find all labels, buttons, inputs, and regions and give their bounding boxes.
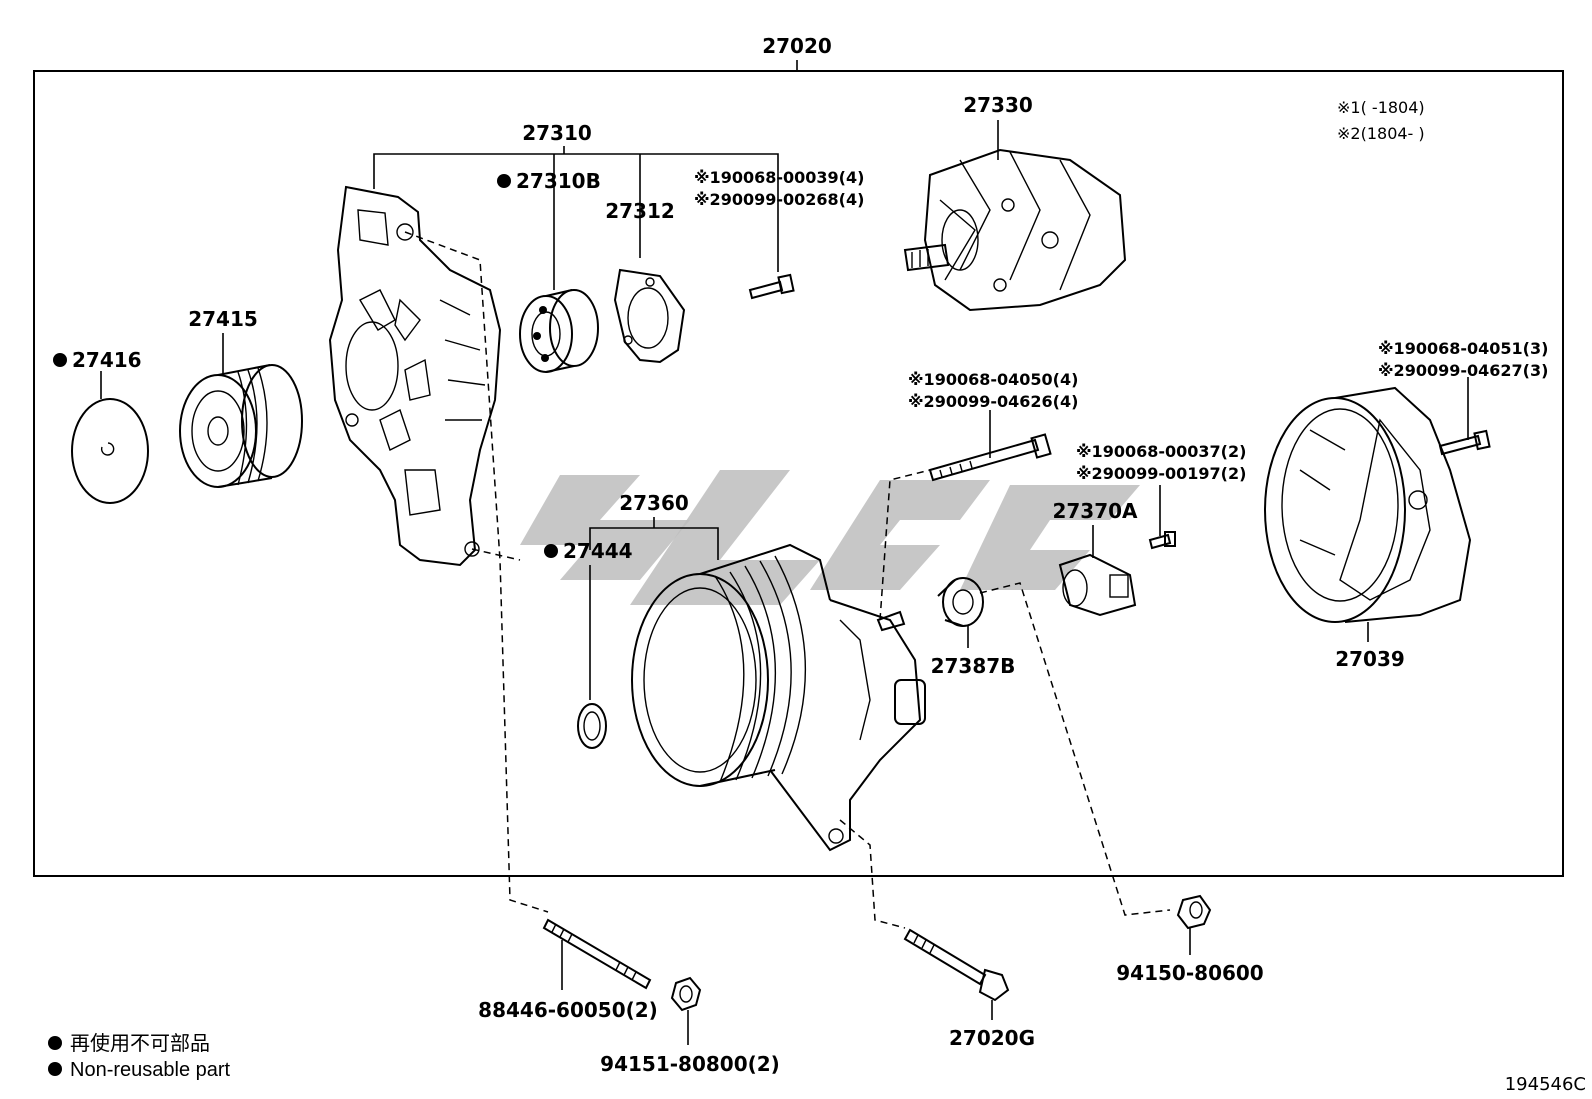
note-screw-c1: ※190068-00037(2) <box>1076 442 1246 461</box>
label-rotor: 27330 <box>963 93 1033 117</box>
legend-dot-jp <box>48 1036 62 1050</box>
non-reusable-marker <box>497 174 511 188</box>
label-assembly: 27020 <box>762 34 832 58</box>
non-reusable-marker <box>544 544 558 558</box>
note-variant-1: ※1( -1804) <box>1337 98 1425 117</box>
stud-bolt-part[interactable] <box>542 918 652 990</box>
nut-part[interactable] <box>1176 894 1212 930</box>
label-plate: 27312 <box>605 199 675 223</box>
rear-cover-part[interactable] <box>1264 386 1472 623</box>
assembly-frame <box>33 70 1564 877</box>
label-ring: 27444 <box>563 539 633 563</box>
retainer-plate-part[interactable] <box>613 268 686 364</box>
label-bolt: 27020G <box>949 1026 1035 1050</box>
brush-holder-part[interactable] <box>1058 553 1137 617</box>
rotor-part[interactable] <box>903 148 1127 312</box>
label-pulley: 27415 <box>188 307 258 331</box>
watermark-logo <box>520 470 1140 605</box>
pulley-part[interactable] <box>179 364 303 488</box>
note-screw-a2: ※290099-00268(4) <box>694 190 864 209</box>
label-cap: 27416 <box>72 348 142 372</box>
label-bearing: 27310B <box>516 169 601 193</box>
legend-jp: 再使用不可部品 <box>70 1032 210 1055</box>
label-stud: 88446-60050(2) <box>478 998 658 1022</box>
label-nut-pair: 94151-80800(2) <box>600 1052 780 1076</box>
note-variant-2: ※2(1804- ) <box>1337 124 1425 143</box>
screw-b-part[interactable] <box>928 433 1052 482</box>
legend-dot-en <box>48 1062 62 1076</box>
note-screw-b2: ※290099-04626(4) <box>908 392 1078 411</box>
legend-en: Non-reusable part <box>70 1059 231 1081</box>
label-cover: 27039 <box>1335 647 1405 671</box>
label-terminal: 27387B <box>931 654 1016 678</box>
cap-part[interactable] <box>71 398 149 504</box>
note-screw-a1: ※190068-00039(4) <box>694 168 864 187</box>
bearing-part[interactable] <box>519 289 599 373</box>
note-screw-d2: ※290099-04627(3) <box>1378 361 1548 380</box>
front-frame-part[interactable] <box>328 185 502 567</box>
screw-a-part[interactable] <box>748 273 795 300</box>
label-frame: 27310 <box>522 121 592 145</box>
note-screw-b1: ※190068-04050(4) <box>908 370 1078 389</box>
note-screw-d1: ※190068-04051(3) <box>1378 339 1548 358</box>
label-nut: 94150-80600 <box>1116 961 1263 985</box>
non-reusable-marker <box>53 353 67 367</box>
nut-pair-part[interactable] <box>670 976 702 1012</box>
screw-d-part[interactable] <box>1438 429 1491 456</box>
label-holder: 27370A <box>1052 499 1138 523</box>
stator-part[interactable] <box>631 543 926 852</box>
catalog-id: 194546C <box>1505 1074 1586 1095</box>
terminal-insulator-part[interactable] <box>937 577 984 627</box>
label-stator: 27360 <box>619 491 689 515</box>
screw-c-part[interactable] <box>1148 531 1176 550</box>
note-screw-c2: ※290099-00197(2) <box>1076 464 1246 483</box>
mount-bolt-part[interactable] <box>903 928 1010 1002</box>
seal-ring-part[interactable] <box>577 703 607 749</box>
